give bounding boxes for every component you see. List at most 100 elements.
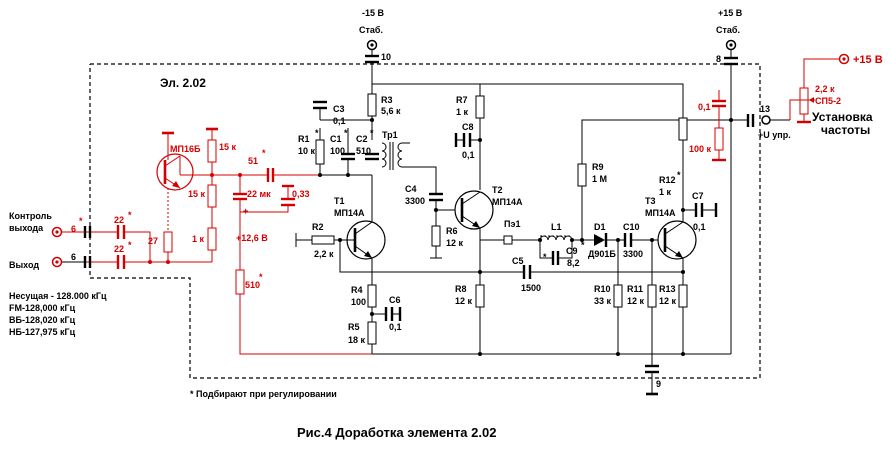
v-pos-sub: Стаб. xyxy=(716,25,740,35)
r3 xyxy=(367,93,377,117)
r1 xyxy=(315,139,325,165)
r12-star: * xyxy=(677,170,681,180)
terminal-minus15 xyxy=(365,39,379,84)
element-boundary xyxy=(89,63,761,379)
c-01-red: 0,1 xyxy=(698,102,711,112)
ctrl-label1: Контроль xyxy=(9,211,52,221)
v-neg-label: -15 В xyxy=(362,8,385,18)
c5-label: C5 xyxy=(512,256,524,266)
r4-label: R4 xyxy=(351,285,363,295)
r13-label: R13 xyxy=(659,284,676,294)
c-22mk-plus: + xyxy=(243,206,248,216)
r-510-value: 510 xyxy=(245,280,260,290)
r8 xyxy=(475,284,485,308)
c6-label: C6 xyxy=(389,295,401,305)
r6-value: 12 к xyxy=(446,238,464,248)
t2-type: МП14А xyxy=(492,197,523,207)
r4-value: 100 xyxy=(351,297,366,307)
r10-label: R10 xyxy=(594,284,611,294)
c3-label: C3 xyxy=(333,104,345,114)
pe1-label: Пэ1 xyxy=(504,219,520,229)
r-27 xyxy=(163,231,173,253)
carrier-line: НБ-127,975 кГц xyxy=(9,327,76,337)
c1-star: * xyxy=(344,128,348,138)
tr1-label: Тр1 xyxy=(382,130,398,140)
r1-value: 10 к xyxy=(298,146,316,156)
ctrl-label2: частоты xyxy=(821,123,870,137)
r7-label: R7 xyxy=(456,95,468,105)
c2-star: * xyxy=(370,128,374,138)
c4-label: C4 xyxy=(405,184,417,194)
v-neg-sub: Стаб. xyxy=(359,25,383,35)
c51-star: * xyxy=(262,148,266,158)
pin8: 8 xyxy=(716,54,721,64)
v-pos-label: +15 В xyxy=(718,8,743,18)
r2-label: R2 xyxy=(312,222,324,232)
c6-value: 0,1 xyxy=(389,322,402,332)
t2 xyxy=(454,190,494,285)
t1-type: МП14А xyxy=(334,208,365,218)
c10-value: 3300 xyxy=(623,249,643,259)
r5 xyxy=(367,321,377,345)
r-15k-a xyxy=(207,139,217,163)
r8-value: 12 к xyxy=(455,296,473,306)
c7-value: 0,1 xyxy=(693,222,706,232)
r4 xyxy=(367,284,377,308)
r10-value: 33 к xyxy=(594,296,612,306)
c10-label: C10 xyxy=(623,222,640,232)
c9-value: 8,2 xyxy=(567,258,580,268)
footnote: * Подбирают при регулировании xyxy=(190,389,337,399)
r11-value: 12 к xyxy=(627,296,645,306)
r11 xyxy=(647,284,657,308)
c9-star: * xyxy=(581,240,585,250)
t1-label: Т1 xyxy=(334,196,345,206)
freq-control xyxy=(789,53,850,124)
c4-value: 3300 xyxy=(405,196,425,206)
r7-value: 1 к xyxy=(456,107,469,117)
r-1k xyxy=(207,227,217,251)
tr1 xyxy=(381,142,437,194)
c2-value: 510 xyxy=(356,146,371,156)
t3 xyxy=(657,220,697,285)
pin10: 10 xyxy=(381,52,391,62)
r5-value: 18 к xyxy=(348,335,366,345)
r3-value: 5,6 к xyxy=(381,106,401,116)
r13-value: 12 к xyxy=(659,296,677,306)
pin13: 13 xyxy=(760,104,770,114)
pot-value: 2,2 к xyxy=(815,84,835,94)
r2 xyxy=(311,235,335,245)
c5-value: 1500 xyxy=(521,283,541,293)
r-100k-red: 100 к xyxy=(689,144,712,154)
r6 xyxy=(431,225,441,247)
c7-label: C7 xyxy=(692,191,704,201)
out-label: Выход xyxy=(9,260,39,270)
r3-label: R3 xyxy=(381,95,393,105)
r1-star: * xyxy=(315,128,319,138)
c-22b-value: 22 xyxy=(114,244,124,254)
r9 xyxy=(577,163,587,187)
r6-label: R6 xyxy=(446,226,458,236)
r-15k-b-value: 15 к xyxy=(188,189,206,199)
r-15k-b xyxy=(207,184,217,208)
c2-label: C2 xyxy=(356,134,368,144)
r12-label: R12 xyxy=(659,175,676,185)
c51-value: 51 xyxy=(248,156,258,166)
r510-star: * xyxy=(259,272,263,282)
carrier-line: FM-128,000 кГц xyxy=(9,303,76,313)
c5-star: * xyxy=(543,252,547,262)
pin9: 9 xyxy=(656,379,661,389)
t2-label: Т2 xyxy=(492,185,503,195)
r7 xyxy=(475,95,485,119)
r10 xyxy=(613,284,623,308)
c22b-star: * xyxy=(128,240,132,250)
t1 xyxy=(346,175,386,285)
t3-label: Т3 xyxy=(645,196,656,206)
carrier-line: Несущая - 128.000 кГц xyxy=(9,291,107,301)
v15-right: +15 В xyxy=(853,54,883,66)
c-22a-value: 22 xyxy=(114,215,124,225)
r8-label: R8 xyxy=(455,284,467,294)
c-22mk-value: 22 мк xyxy=(247,189,271,199)
c9-label: C9 xyxy=(566,246,578,256)
pin6a: 6 xyxy=(71,224,76,234)
pin6a-star: * xyxy=(79,216,83,226)
